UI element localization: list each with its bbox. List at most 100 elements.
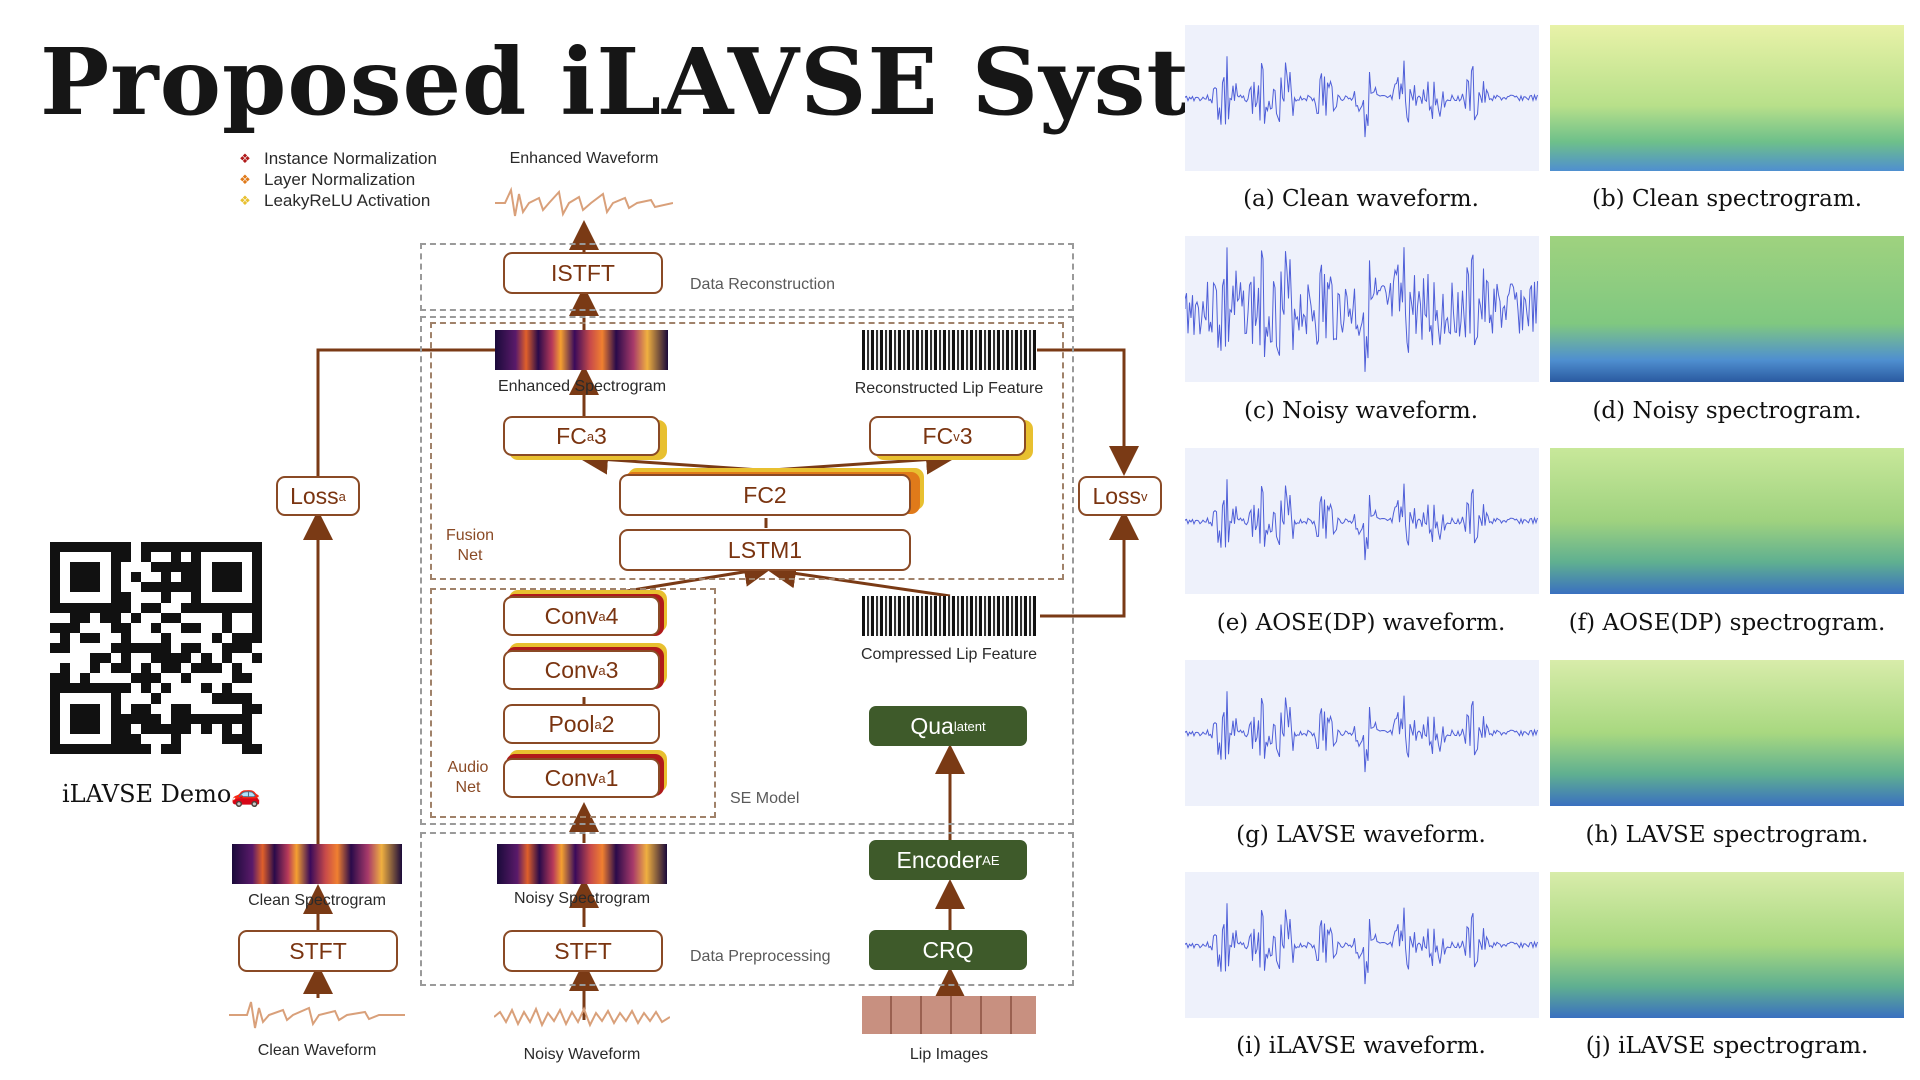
- stft-noisy-box: STFT: [503, 930, 663, 972]
- qr-module: [211, 592, 222, 603]
- qr-module: [80, 552, 91, 563]
- qr-module: [241, 723, 252, 734]
- qr-module: [181, 683, 192, 694]
- qr-module: [201, 673, 212, 684]
- qr-module: [100, 693, 111, 704]
- qr-module: [231, 713, 242, 724]
- qr-module: [171, 713, 182, 724]
- qr-module: [50, 552, 61, 563]
- qr-module: [211, 693, 222, 704]
- qr-module: [50, 602, 61, 613]
- waveform-trace: [1184, 691, 1538, 773]
- qr-module: [241, 703, 252, 714]
- qr-module: [140, 653, 151, 664]
- qr-module: [120, 552, 131, 563]
- qr-module: [241, 733, 252, 744]
- qr-module: [171, 542, 182, 553]
- qr-module: [191, 653, 202, 664]
- qr-module: [110, 693, 121, 704]
- qr-module: [100, 653, 111, 664]
- qr-module: [80, 703, 91, 714]
- qr-module: [130, 683, 141, 694]
- qr-module: [191, 713, 202, 724]
- stft-clean-box: STFT: [238, 930, 398, 972]
- qr-module: [100, 632, 111, 643]
- qr-module: [140, 622, 151, 633]
- qr-module: [191, 612, 202, 623]
- qr-module: [150, 743, 162, 754]
- result-caption: (i) iLAVSE waveform.: [1236, 1033, 1486, 1059]
- legend-item: ❖Instance Normalization: [238, 148, 437, 169]
- qr-module: [161, 612, 172, 623]
- data-preprocessing-group: [420, 832, 1074, 986]
- noisy-waveform-image: [494, 1006, 670, 1028]
- qr-module: [161, 572, 172, 583]
- qr-module: [231, 542, 242, 553]
- waveform-trace: [1184, 247, 1538, 372]
- qr-module: [241, 572, 252, 583]
- qr-module: [90, 552, 101, 563]
- qr-module: [221, 642, 232, 654]
- qr-module: [171, 622, 182, 633]
- se-model-group: [420, 316, 1074, 825]
- qr-module: [110, 673, 121, 684]
- qr-module: [211, 642, 222, 654]
- qr-module: [171, 703, 182, 714]
- qr-module: [120, 653, 131, 664]
- qr-module: [80, 572, 91, 583]
- qr-module: [90, 642, 101, 654]
- qr-module: [80, 683, 91, 694]
- qr-module: [171, 733, 182, 744]
- qr-module: [191, 622, 202, 633]
- qr-module: [140, 703, 151, 714]
- qr-module: [130, 542, 141, 553]
- qr-module: [70, 673, 81, 684]
- qr-module: [201, 683, 212, 694]
- qr-module: [231, 602, 242, 613]
- qr-module: [60, 733, 71, 744]
- qr-module: [110, 683, 121, 694]
- qr-module: [241, 632, 252, 643]
- qr-module: [90, 703, 101, 714]
- qr-module: [120, 542, 131, 553]
- qr-module: [60, 602, 71, 613]
- noisy-waveform-label: Noisy Waveform: [523, 1046, 641, 1063]
- qr-module: [221, 622, 232, 633]
- qr-module: [251, 703, 262, 714]
- qr-module: [140, 743, 151, 754]
- istft-box: ISTFT: [503, 252, 663, 294]
- qr-module: [231, 653, 242, 664]
- qr-module: [90, 663, 101, 674]
- qr-module: [120, 663, 131, 674]
- qr-module: [60, 713, 71, 724]
- diamond-icon: ❖: [239, 151, 251, 166]
- qr-module: [251, 663, 262, 674]
- qr-module: [100, 743, 111, 754]
- qr-module: [231, 572, 242, 583]
- qr-module: [221, 552, 232, 563]
- qr-module: [110, 542, 121, 553]
- qr-module: [140, 723, 151, 734]
- qr-module: [50, 592, 61, 603]
- qr-module: [211, 733, 222, 744]
- qr-module: [211, 743, 222, 754]
- clean-spectrogram-panel: [1550, 25, 1904, 171]
- qr-module: [110, 642, 121, 654]
- qr-module: [110, 663, 121, 674]
- qr-module: [181, 612, 192, 623]
- qr-module: [70, 542, 81, 553]
- qr-module: [231, 552, 242, 563]
- qr-module: [231, 642, 242, 654]
- aose-spectrogram-panel: [1550, 448, 1904, 594]
- qr-module: [231, 693, 242, 704]
- qr-module: [110, 713, 121, 724]
- qr-module: [140, 663, 151, 674]
- qr-module: [90, 622, 101, 633]
- qr-code[interactable]: [50, 542, 262, 754]
- qr-module: [80, 663, 91, 674]
- qr-module: [231, 592, 242, 603]
- qr-module: [60, 673, 71, 684]
- qr-module: [251, 723, 262, 734]
